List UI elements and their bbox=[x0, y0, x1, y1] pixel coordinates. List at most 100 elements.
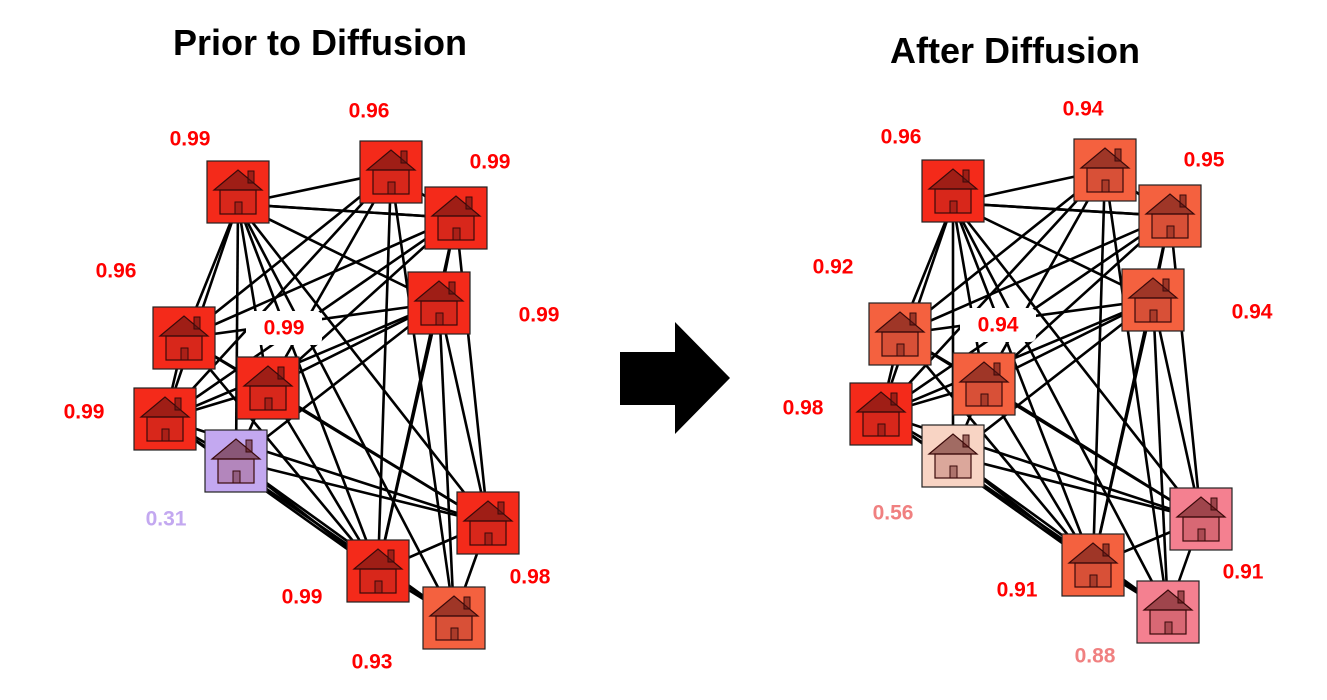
house-node bbox=[424, 186, 488, 250]
node-score-label: 0.94 bbox=[1063, 98, 1104, 121]
graph-edge bbox=[982, 169, 1107, 385]
house-node bbox=[1136, 580, 1200, 644]
house-icon bbox=[958, 361, 1010, 407]
graph-edge bbox=[983, 382, 1202, 521]
node-score-label: 0.94 bbox=[978, 314, 1019, 337]
graph-edge bbox=[437, 302, 490, 524]
graph-edge bbox=[237, 202, 457, 220]
house-icon bbox=[1144, 193, 1196, 239]
graph-edge bbox=[951, 202, 1095, 566]
house-icon bbox=[462, 500, 514, 546]
graph-edge bbox=[952, 201, 1154, 302]
node-box bbox=[952, 352, 1016, 416]
node-score-label: 0.98 bbox=[783, 397, 824, 420]
right-arrow-icon bbox=[620, 322, 730, 434]
house-node bbox=[921, 159, 985, 223]
house-node bbox=[456, 491, 520, 555]
graph-edge bbox=[454, 217, 490, 524]
graph-edge bbox=[183, 170, 392, 340]
graph-edge bbox=[237, 202, 440, 305]
graph-edge bbox=[234, 203, 240, 462]
house-node bbox=[921, 424, 985, 488]
graph-edge bbox=[1091, 299, 1155, 566]
house-icon bbox=[413, 280, 465, 326]
graph-edge bbox=[183, 216, 457, 340]
node-score-label: 0.93 bbox=[352, 651, 393, 674]
graph-edge bbox=[437, 302, 456, 619]
graph-edge bbox=[235, 459, 489, 525]
house-node bbox=[152, 306, 216, 370]
graph-edge bbox=[164, 301, 440, 421]
house-node bbox=[1121, 268, 1185, 332]
house-icon bbox=[927, 168, 979, 214]
graph-edge bbox=[899, 214, 1171, 336]
node-box bbox=[206, 160, 270, 224]
graph-edge bbox=[235, 459, 455, 620]
graph-edge bbox=[183, 337, 379, 572]
graph-edge bbox=[899, 168, 1106, 336]
house-icon bbox=[430, 195, 482, 241]
node-box bbox=[1169, 487, 1233, 551]
after-graph: 0.960.940.950.940.920.940.980.560.910.91… bbox=[783, 98, 1273, 668]
house-icon bbox=[1175, 496, 1227, 542]
node-score-label: 0.98 bbox=[510, 566, 551, 589]
house-icon bbox=[352, 548, 404, 594]
house-icon bbox=[210, 438, 262, 484]
prior-title: Prior to Diffusion bbox=[173, 22, 467, 63]
house-node bbox=[849, 382, 913, 446]
node-box bbox=[152, 306, 216, 370]
graph-edge bbox=[235, 301, 440, 463]
node-score-label: 0.99 bbox=[470, 151, 511, 174]
node-score-label: 0.99 bbox=[170, 128, 211, 151]
house-icon bbox=[1142, 589, 1194, 635]
house-node bbox=[1061, 533, 1125, 597]
graph-edge bbox=[376, 302, 441, 572]
node-score-label: 0.99 bbox=[264, 317, 305, 340]
graph-edge bbox=[1151, 299, 1203, 520]
graph-edge bbox=[236, 203, 380, 572]
house-icon bbox=[139, 396, 191, 442]
house-icon bbox=[927, 433, 979, 479]
house-icon bbox=[365, 149, 417, 195]
node-score-label: 0.31 bbox=[146, 508, 187, 531]
label-bubble bbox=[246, 311, 322, 345]
after-title: After Diffusion bbox=[890, 30, 1140, 71]
house-icon bbox=[428, 595, 480, 641]
node-score-label: 0.91 bbox=[997, 579, 1038, 602]
node-score-label: 0.94 bbox=[1232, 301, 1273, 324]
house-node bbox=[206, 160, 270, 224]
house-icon bbox=[874, 311, 926, 357]
house-node bbox=[1169, 487, 1233, 551]
house-node bbox=[133, 387, 197, 451]
node-score-label: 0.88 bbox=[1075, 645, 1116, 668]
label-bubble bbox=[960, 308, 1036, 342]
node-score-label: 0.96 bbox=[96, 260, 137, 283]
node-score-label: 0.56 bbox=[873, 502, 914, 525]
graph-edge bbox=[1151, 299, 1170, 613]
node-score-label: 0.99 bbox=[282, 586, 323, 609]
node-score-label: 0.99 bbox=[64, 401, 105, 424]
node-score-label: 0.95 bbox=[1184, 149, 1225, 172]
graph-edge bbox=[952, 201, 1171, 218]
house-node bbox=[952, 352, 1016, 416]
graph-edge bbox=[951, 202, 1170, 613]
house-icon bbox=[855, 391, 907, 437]
house-icon bbox=[212, 169, 264, 215]
house-node bbox=[1073, 138, 1137, 202]
graph-edge bbox=[1091, 169, 1107, 566]
graph-edge bbox=[236, 203, 456, 619]
node-score-label: 0.92 bbox=[813, 256, 854, 279]
graph-edge bbox=[266, 171, 393, 389]
house-node bbox=[422, 586, 486, 650]
house-node bbox=[204, 429, 268, 493]
node-score-label: 0.96 bbox=[881, 126, 922, 149]
graph-edge bbox=[376, 171, 393, 572]
graph-edge bbox=[952, 454, 1169, 614]
house-node bbox=[868, 302, 932, 366]
house-icon bbox=[1067, 542, 1119, 588]
house-node bbox=[407, 271, 471, 335]
house-node bbox=[359, 140, 423, 204]
node-score-label: 0.96 bbox=[349, 100, 390, 123]
graph-edge bbox=[880, 298, 1154, 416]
